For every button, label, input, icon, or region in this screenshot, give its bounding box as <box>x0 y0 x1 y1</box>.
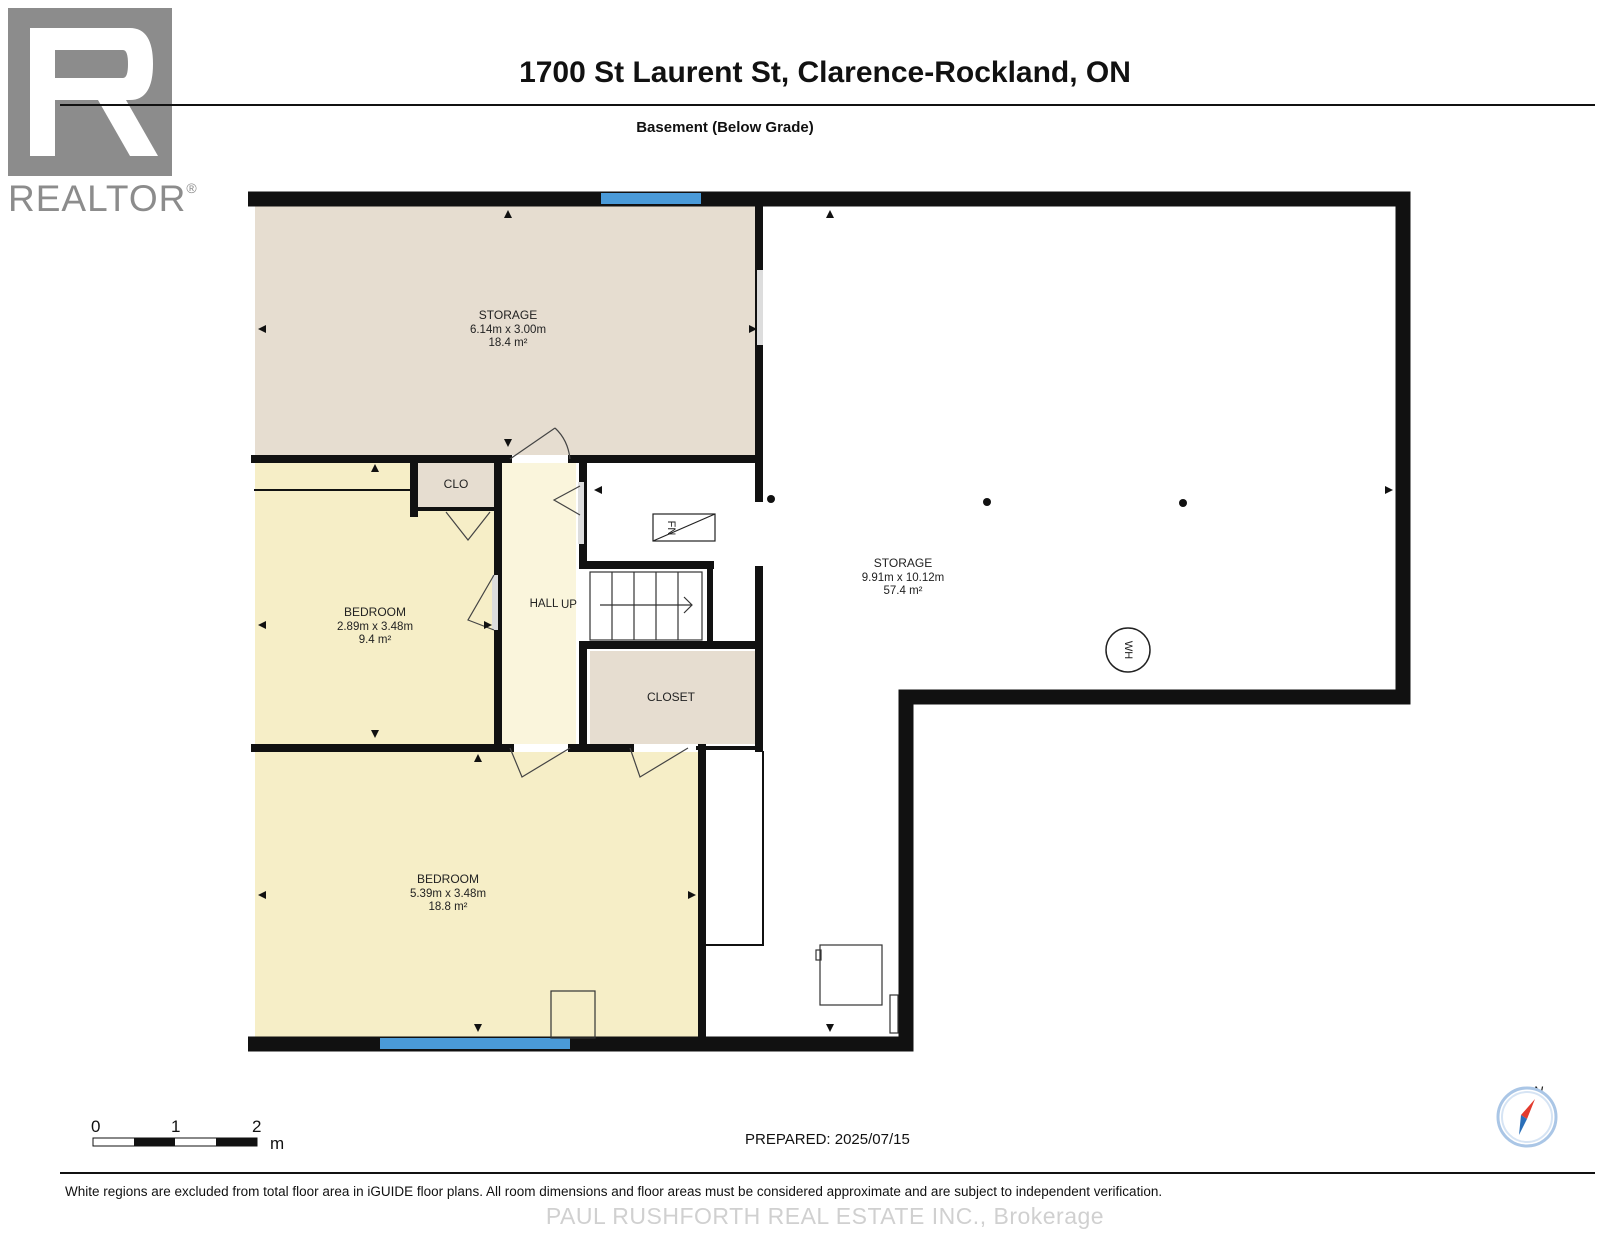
clo-room <box>418 463 494 509</box>
storage-main-area: 57.4 m² <box>884 585 923 597</box>
scale-tick-2: 2 <box>252 1117 262 1136</box>
bedroom-large-area: 18.8 m² <box>429 901 468 913</box>
storage-top-room <box>255 206 759 455</box>
bedroom-small-room <box>255 463 494 744</box>
scale-bar <box>92 1137 258 1147</box>
floor-level-label: Basement (Below Grade) <box>636 119 814 136</box>
bedroom-small-name: BEDROOM <box>344 605 406 619</box>
support-posts <box>767 495 1187 507</box>
wall-opening <box>757 270 763 345</box>
staircase <box>589 571 703 641</box>
scale-unit: m <box>270 1134 285 1153</box>
storage-top-area: 18.4 m² <box>489 337 528 349</box>
closet-room <box>590 651 755 744</box>
outer-walls <box>248 191 1411 1052</box>
wall-opening <box>578 482 584 544</box>
room-labels: STORAGE 6.14m x 3.00m 18.4 m² STORAGE 9.… <box>337 308 944 913</box>
title-divider <box>60 104 1595 106</box>
clo-name: CLO <box>444 477 469 491</box>
scale-tick-1: 1 <box>171 1117 181 1136</box>
bedroom-small-area: 9.4 m² <box>359 634 392 646</box>
svg-text:WH: WH <box>1122 641 1134 659</box>
closet-name: CLOSET <box>647 690 696 704</box>
storage-main-dims: 9.91m x 10.12m <box>862 572 944 584</box>
storage-top-name: STORAGE <box>479 308 537 322</box>
bedroom-large-name: BEDROOM <box>417 872 479 886</box>
storage-main-name: STORAGE <box>874 556 932 570</box>
realtor-logo <box>8 8 172 176</box>
dimension-markers <box>258 210 1393 1032</box>
disclaimer-text: White regions are excluded from total fl… <box>65 1184 1163 1199</box>
realtor-wordmark: REALTOR® <box>8 178 198 219</box>
storage-top-dims: 6.14m x 3.00m <box>470 324 546 336</box>
brokerage-watermark: PAUL RUSHFORTH REAL ESTATE INC., Brokera… <box>545 1203 1105 1229</box>
water-heater-icon: WH <box>1105 627 1151 673</box>
hall-room <box>502 463 576 744</box>
bedroom-large-dims: 5.39m x 3.48m <box>410 888 486 900</box>
furnace-icon: FN <box>652 513 716 542</box>
svg-text:FN: FN <box>665 521 677 536</box>
prepared-date: PREPARED: 2025/07/15 <box>745 1131 910 1148</box>
bedroom-small-dims: 2.89m x 3.48m <box>337 621 413 633</box>
door-swings <box>445 427 689 778</box>
wall-opening <box>492 575 498 630</box>
interior-walls <box>251 202 764 1042</box>
footer-divider <box>60 1172 1595 1174</box>
scale-tick-0: 0 <box>91 1117 101 1136</box>
hall-name: HALL <box>530 598 559 610</box>
page-title: 1700 St Laurent St, Clarence-Rockland, O… <box>519 56 1131 89</box>
appliances <box>550 944 899 1039</box>
compass-icon <box>1496 1086 1558 1148</box>
windows <box>380 193 701 1049</box>
bedroom-large-room <box>255 752 698 1038</box>
stairs-up-label: UP <box>561 599 577 611</box>
